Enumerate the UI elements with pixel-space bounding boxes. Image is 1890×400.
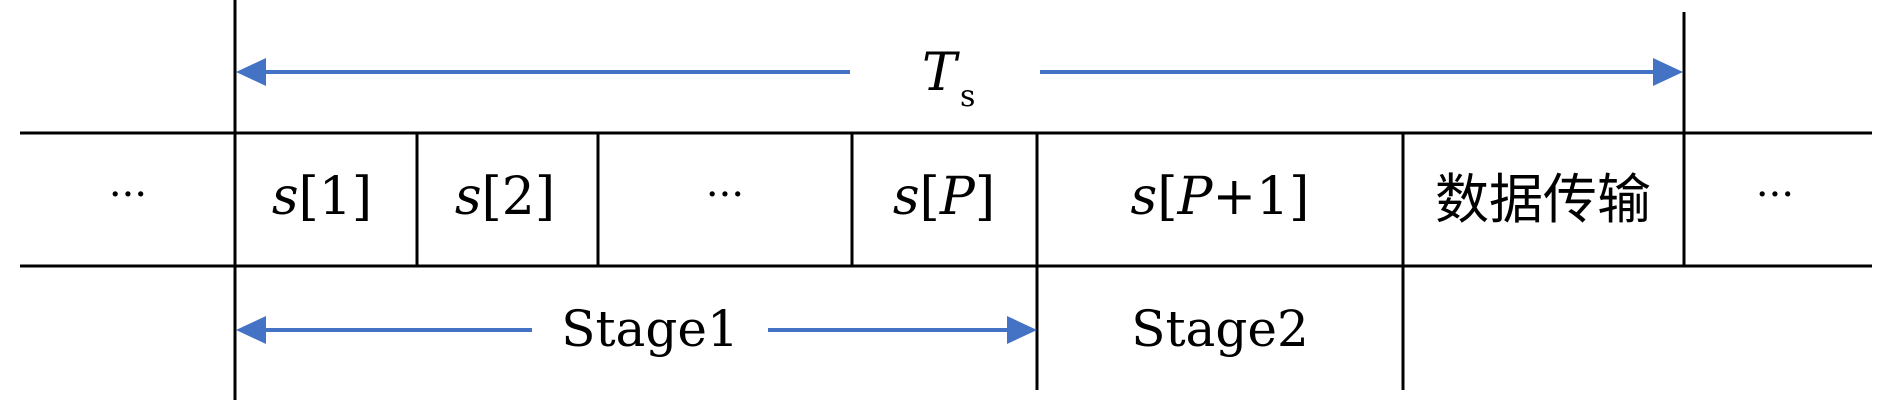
cell-data-transfer: 数据传输 xyxy=(1435,168,1651,231)
stage1-label: Stage1 xyxy=(561,300,739,358)
cell-sP1: s[P+1] xyxy=(1131,167,1310,227)
ts-arrow-right-head xyxy=(1653,58,1683,86)
stage1-arrow-right-head xyxy=(1007,316,1037,344)
ts-subscript: s xyxy=(960,79,975,114)
cell-s2: s[2] xyxy=(455,167,555,227)
left-ellipsis: ··· xyxy=(109,172,147,218)
stage1-arrow-left-head xyxy=(236,316,266,344)
cell-s1: s[1] xyxy=(272,167,372,227)
mid-ellipsis: ··· xyxy=(706,172,744,218)
ts-arrow-left-head xyxy=(236,58,266,86)
ts-label: T xyxy=(922,43,960,103)
cell-sP: s[P] xyxy=(893,167,995,227)
stage2-label: Stage2 xyxy=(1131,300,1309,358)
right-ellipsis: ··· xyxy=(1756,172,1794,218)
